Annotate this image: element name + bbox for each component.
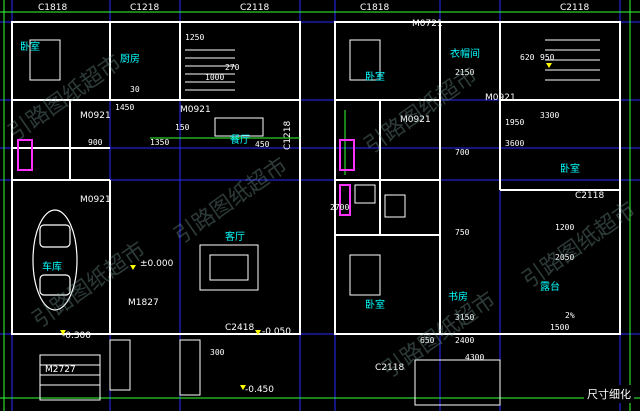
level-m050: -0.050 bbox=[262, 327, 291, 337]
level-markers bbox=[60, 63, 552, 390]
dim-2: 1350 bbox=[150, 138, 169, 147]
dim-3: 150 bbox=[175, 123, 190, 132]
code-c1218-left: C1218 bbox=[130, 3, 159, 13]
code-m0721: M0721 bbox=[412, 19, 443, 29]
dim-25: 300 bbox=[210, 348, 225, 357]
dim-19: 30 bbox=[130, 85, 140, 94]
dim-18: 270 bbox=[225, 63, 240, 72]
code-m0921-e: M0921 bbox=[485, 93, 516, 103]
room-bedroom-left: 卧室 bbox=[20, 40, 40, 53]
room-closet: 衣帽间 bbox=[450, 47, 480, 60]
room-dining: 餐厅 bbox=[230, 133, 250, 146]
dim-1: 1250 bbox=[185, 33, 204, 42]
code-c2118-left: C2118 bbox=[240, 3, 269, 13]
walls-right bbox=[334, 21, 621, 335]
dim-4: 900 bbox=[88, 138, 103, 147]
room-kitchen: 厨房 bbox=[120, 52, 140, 65]
dim-27: 2050 bbox=[555, 253, 574, 262]
room-bedroom-lower: 卧室 bbox=[365, 298, 385, 311]
code-m2727: M2727 bbox=[45, 365, 76, 375]
room-bedroom-upper: 卧室 bbox=[365, 70, 385, 83]
room-bedroom-right: 卧室 bbox=[560, 162, 580, 175]
watermark-4: 引路图纸超市 bbox=[518, 197, 640, 293]
caption-label: 尺寸细化 bbox=[584, 385, 634, 403]
code-c2118-right: C2118 bbox=[560, 3, 589, 13]
room-living: 客厅 bbox=[225, 230, 245, 243]
code-c1818-left: C1818 bbox=[38, 3, 67, 13]
dim-21: 1200 bbox=[555, 223, 574, 232]
stairs bbox=[185, 39, 600, 91]
dim-23: 1450 bbox=[115, 103, 134, 112]
dim-20: 1000 bbox=[205, 73, 224, 82]
level-m300: -0.300 bbox=[62, 331, 91, 341]
code-m0921-b: M0921 bbox=[180, 105, 211, 115]
level-m450: -0.450 bbox=[245, 385, 274, 395]
dim-7: 3600 bbox=[505, 139, 524, 148]
code-m1827: M1827 bbox=[128, 298, 159, 308]
code-c2118-bottom: C2118 bbox=[375, 363, 404, 373]
dim-6: 4300 bbox=[465, 353, 484, 362]
dim-8: 1500 bbox=[550, 323, 569, 332]
code-m0921-a: M0921 bbox=[80, 111, 111, 121]
dim-24: 750 bbox=[455, 228, 470, 237]
dim-11: 650 bbox=[420, 336, 435, 345]
watermark-1: 引路图纸超市 bbox=[4, 50, 126, 146]
dim-12: 1950 bbox=[505, 118, 524, 127]
code-m0921-d: M0921 bbox=[400, 115, 431, 125]
code-c2418: C2418 bbox=[225, 323, 254, 333]
dim-17: 2% bbox=[565, 311, 575, 320]
dim-9: 2700 bbox=[330, 203, 349, 212]
code-c1218-vertical: C1218 bbox=[283, 121, 293, 150]
room-garage: 车库 bbox=[42, 260, 62, 273]
watermark-5: 引路图纸超市 bbox=[28, 237, 150, 333]
furniture bbox=[29, 39, 406, 296]
entrance-gates bbox=[39, 339, 501, 406]
dim-14: 620 bbox=[520, 53, 535, 62]
dim-26: 3300 bbox=[540, 111, 559, 120]
code-m0921-c: M0921 bbox=[80, 195, 111, 205]
dim-15: 950 bbox=[540, 53, 555, 62]
dim-5: 2400 bbox=[455, 336, 474, 345]
walls-left bbox=[11, 21, 301, 335]
code-c1818-right: C1818 bbox=[360, 3, 389, 13]
dim-13: 2150 bbox=[455, 68, 474, 77]
dim-22: 450 bbox=[255, 140, 270, 149]
bath-fixtures bbox=[17, 139, 355, 216]
level-zero: ±0.000 bbox=[140, 259, 174, 269]
dim-10: 3150 bbox=[455, 313, 474, 322]
room-study: 书房 bbox=[448, 290, 468, 303]
dim-16: 700 bbox=[455, 148, 470, 157]
car-icon bbox=[32, 209, 78, 311]
code-c2118-mid: C2118 bbox=[575, 191, 604, 201]
room-terrace: 露台 bbox=[540, 280, 560, 293]
